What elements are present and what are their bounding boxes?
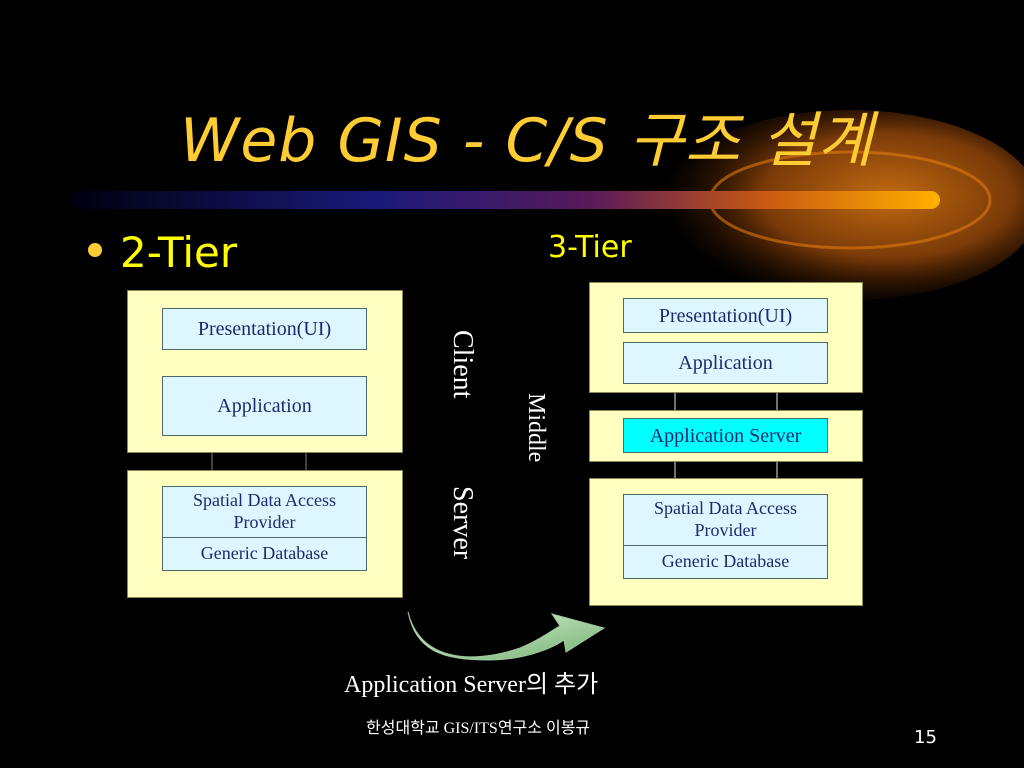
bullet-icon <box>88 242 102 257</box>
two-tier-spatial-box: Spatial Data Access Provider <box>162 486 367 538</box>
header-bar <box>70 191 940 209</box>
server-label: Server <box>447 486 478 560</box>
app-server-box: Application Server <box>623 418 828 453</box>
three-tier-presentation-box: Presentation(UI) <box>623 298 828 333</box>
two-tier-presentation-box: Presentation(UI) <box>162 308 367 350</box>
transition-arrow <box>407 611 606 661</box>
three-tier-database-box: Generic Database <box>623 546 828 579</box>
two-tier-database-box: Generic Database <box>162 538 367 571</box>
caption: Application Server의 추가 <box>344 672 599 698</box>
two-tier-application-box: Application <box>162 376 367 436</box>
page-number: 15 <box>914 727 937 748</box>
bullet-item: 2-Tier <box>88 228 237 277</box>
slide-title: Web GIS - C/S 구조 설계 <box>180 106 874 176</box>
middle-label: Middle <box>523 393 549 463</box>
client-label: Client <box>447 330 478 399</box>
tier3-label: 3-Tier <box>548 230 632 265</box>
three-tier-application-box: Application <box>623 342 828 384</box>
footer: 한성대학교 GIS/ITS연구소 이봉규 <box>366 720 591 737</box>
three-tier-spatial-box: Spatial Data Access Provider <box>623 494 828 546</box>
bullet-label: 2-Tier <box>120 228 238 277</box>
